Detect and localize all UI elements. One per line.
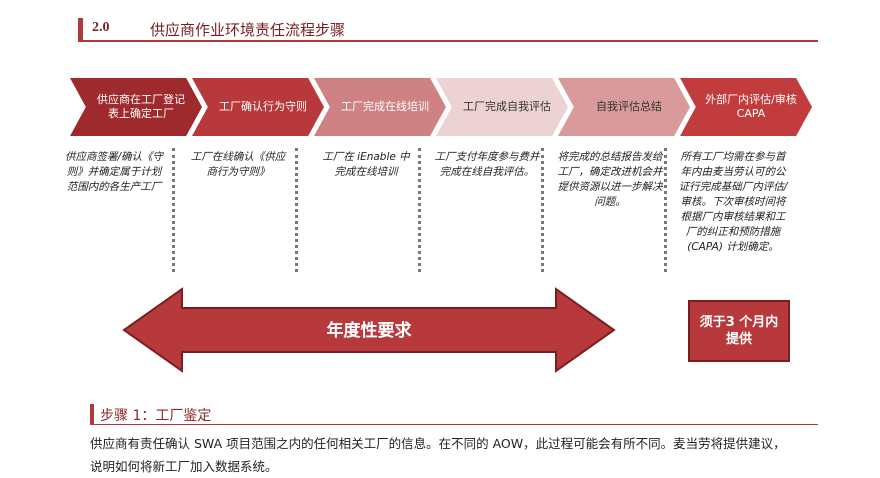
chevron-label: 工厂完成在线培训 xyxy=(341,100,429,113)
chevron-label: 工厂确认行为守则 xyxy=(219,100,307,113)
chevron-step-2: 工厂确认行为守则 xyxy=(192,78,324,136)
step-description: 所有工厂均需在参与首年内由麦当劳认可的公证行完成基础厂内评估/审核。下次审核时间… xyxy=(678,151,788,253)
section-title: 供应商作业环境责任流程步骤 xyxy=(150,21,346,39)
dotted-divider xyxy=(295,148,298,272)
deadline-label: 须于3 个月内提供 xyxy=(699,315,779,347)
chevron-step-1: 供应商在工厂登记表上确定工厂 xyxy=(70,78,202,136)
step1-title: 步骤 1：工厂鉴定 xyxy=(100,408,212,424)
chevron-step-6: 外部厂内评估/审核 CAPA xyxy=(680,78,812,136)
chevron-step-4: 工厂完成自我评估 xyxy=(436,78,568,136)
chevron-step-3: 工厂完成在线培训 xyxy=(314,78,446,136)
chevron-label: 自我评估总结 xyxy=(596,100,662,113)
section-header: 2.0 供应商作业环境责任流程步骤 xyxy=(78,18,818,42)
chevron-label: 工厂完成自我评估 xyxy=(463,100,551,113)
step-description: 工厂在线确认《供应商行为守则》 xyxy=(190,151,286,178)
step1-body: 供应商有责任确认 SWA 项目范围之内的任何相关工厂的信息。在不同的 AOW，此… xyxy=(90,436,786,474)
step-description: 工厂在 iEnable 中完成在线培训 xyxy=(322,151,410,178)
step1-accent-bar xyxy=(90,404,94,424)
step-description: 供应商签署/确认《守则》并确定属于计划范围内的各生产工厂 xyxy=(64,151,164,193)
header-accent-bar xyxy=(78,18,83,40)
section-number: 2.0 xyxy=(92,20,110,35)
chevron-step-5: 自我评估总结 xyxy=(558,78,690,136)
dotted-divider xyxy=(664,148,667,272)
chevron-label: 外部厂内评估/审核 CAPA xyxy=(705,93,797,120)
dotted-divider xyxy=(541,148,544,272)
deadline-box: 须于3 个月内提供 xyxy=(688,300,790,362)
chevron-label: 供应商在工厂登记表上确定工厂 xyxy=(97,93,185,120)
step1-header: 步骤 1：工厂鉴定 xyxy=(90,404,818,425)
dotted-divider xyxy=(172,148,175,272)
step-description: 工厂支付年度参与费并完成在线自我评估。 xyxy=(434,151,540,178)
annual-requirement-label: 年度性要求 xyxy=(327,320,412,341)
annual-requirement-arrow: 年度性要求 xyxy=(122,287,616,373)
step-description: 将完成的总结报告发给工厂，确定改进机会并提供资源以进一步解决问题。 xyxy=(557,151,663,208)
dotted-divider xyxy=(418,148,421,272)
